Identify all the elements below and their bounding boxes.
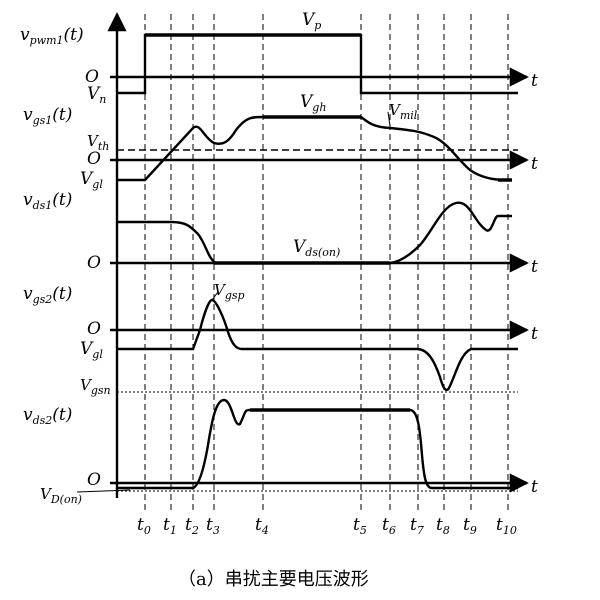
label-o-pwm1: O xyxy=(85,67,99,87)
label-o-gs1: O xyxy=(87,149,101,169)
time-tick-labels: t0 t1 t2 t3 t4 t5 t6 t7 t8 t9 t10 xyxy=(137,515,517,537)
label-vds2: vds2(t) xyxy=(23,405,72,427)
waveform-vgs1 xyxy=(117,115,507,182)
t-label-ds2: t xyxy=(531,477,538,497)
label-vpwm1: vpwm1(t) xyxy=(20,25,84,47)
tick-t8: t8 xyxy=(436,515,450,537)
tick-t3: t3 xyxy=(206,515,220,537)
label-vgl-1: Vgl xyxy=(80,169,103,191)
tick-t10: t10 xyxy=(496,515,517,537)
label-o-ds1: O xyxy=(87,253,101,273)
waveform-vds1 xyxy=(117,201,512,265)
figure-caption: （a）串扰主要电压波形 xyxy=(178,569,369,590)
horizontal-axes xyxy=(110,67,529,493)
label-vgl-2: Vgl xyxy=(80,339,103,361)
label-vgsp: Vgsp xyxy=(214,281,245,302)
vgsp-leader xyxy=(211,291,219,301)
t-label-ds1: t xyxy=(531,257,538,277)
vd-on-leader xyxy=(76,489,131,493)
label-vp: Vp xyxy=(302,10,321,32)
tick-t1: t1 xyxy=(163,515,177,537)
t-axis-labels: t t t t t xyxy=(531,71,538,497)
signal-labels: vpwm1(t) vgs1(t) vds1(t) vgs2(t) vds2(t) xyxy=(20,25,84,427)
tick-t9: t9 xyxy=(463,515,477,537)
t-label-gs1: t xyxy=(531,154,538,174)
annotations: Vp Vgh Vmil Vds(on) Vgsp xyxy=(214,10,418,302)
label-vgs1: vgs1(t) xyxy=(23,105,72,127)
waveform-vds2 xyxy=(117,398,518,490)
vmil-leader xyxy=(387,111,391,127)
label-vgh: Vgh xyxy=(300,92,326,114)
label-vth: Vth xyxy=(87,132,109,153)
t-label-gs2: t xyxy=(531,324,538,344)
level-labels: O Vn Vth O Vgl O O Vgl Vgsn O VD(on) xyxy=(40,67,111,506)
tick-t7: t7 xyxy=(410,515,424,537)
label-vds1: vds1(t) xyxy=(23,190,72,212)
label-vmil: Vmil xyxy=(389,101,418,122)
waveform-vgs2 xyxy=(117,298,518,392)
label-o-gs2: O xyxy=(87,319,101,339)
label-vn: Vn xyxy=(87,84,106,106)
tick-t0: t0 xyxy=(137,515,151,537)
t-label-pwm1: t xyxy=(531,71,538,91)
waveform-vpwm1 xyxy=(117,33,518,95)
label-vds-on: Vds(on) xyxy=(293,237,340,259)
tick-t2: t2 xyxy=(185,515,199,537)
tick-t5: t5 xyxy=(353,515,367,537)
label-vd-on: VD(on) xyxy=(40,485,82,506)
label-vgs2: vgs2(t) xyxy=(23,284,72,306)
label-vgsn: Vgsn xyxy=(80,376,111,397)
tick-t6: t6 xyxy=(382,515,396,537)
label-o-ds2: O xyxy=(87,470,101,490)
tick-t4: t4 xyxy=(255,515,269,537)
waveforms xyxy=(76,33,518,493)
